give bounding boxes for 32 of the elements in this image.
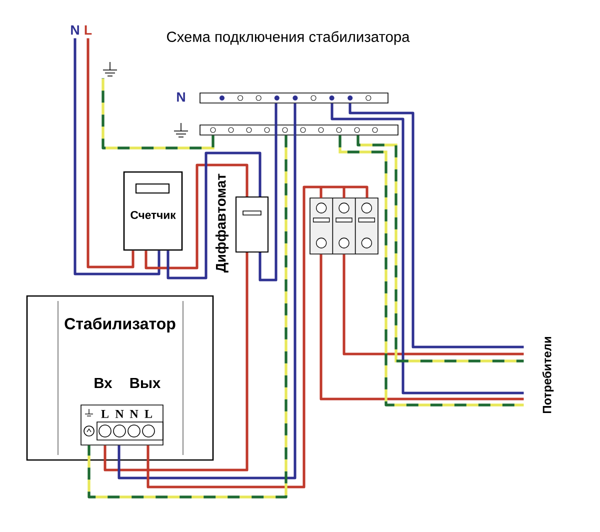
wire xyxy=(258,103,278,282)
wire xyxy=(74,38,160,276)
wire xyxy=(166,152,262,280)
wire xyxy=(118,103,296,480)
wire xyxy=(144,164,248,270)
wire xyxy=(102,78,214,150)
wire xyxy=(146,186,368,488)
wire xyxy=(348,103,524,348)
terminal-label: Вых xyxy=(130,378,161,388)
wire xyxy=(320,254,524,400)
wire xyxy=(356,135,524,362)
wire xyxy=(342,254,524,356)
terminal-label: N xyxy=(115,410,124,418)
terminal-label: L xyxy=(101,410,108,418)
wire xyxy=(86,38,134,268)
terminal-label: Вх xyxy=(94,378,112,388)
terminal-label: L xyxy=(144,410,152,418)
wire-label: N xyxy=(71,25,79,35)
terminal-label: N xyxy=(130,410,138,418)
consumers-label: Потребители xyxy=(542,336,554,414)
wire xyxy=(338,135,524,406)
wire xyxy=(330,103,524,394)
circuit-breaker-drawing xyxy=(310,198,378,254)
busbar-label: N xyxy=(177,92,185,102)
title: Схема подключения стабилизатора xyxy=(167,31,410,45)
meter-box: Счетчик xyxy=(123,171,183,251)
wire-label: L xyxy=(84,25,92,35)
ground-symbol xyxy=(102,62,118,76)
wire xyxy=(104,252,248,472)
device-label: Диффавтомат xyxy=(215,174,229,272)
device-label: Стабилизатор xyxy=(64,317,176,333)
wire xyxy=(88,135,288,498)
